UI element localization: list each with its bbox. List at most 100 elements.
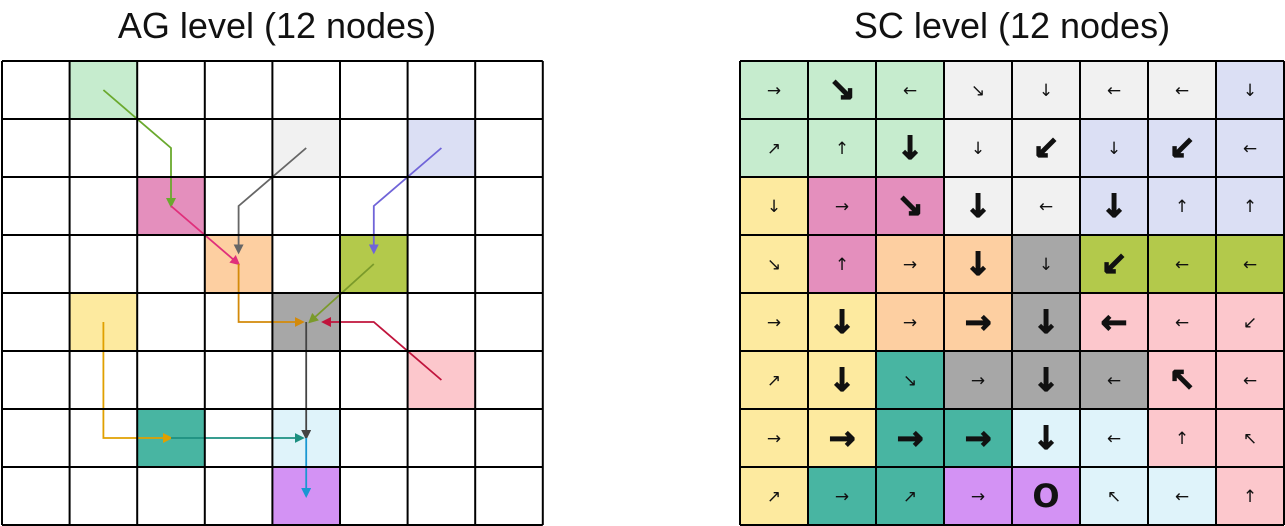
sc-cell: [1148, 351, 1216, 409]
ag-cell: [2, 351, 70, 409]
ag-cell: [204, 351, 273, 409]
sc-direction-arrow: ↓: [1039, 255, 1053, 275]
sc-cell: [808, 235, 876, 293]
sc-cell: [1080, 119, 1148, 177]
sc-direction-arrow: ↓: [829, 361, 856, 399]
sc-cell: [740, 235, 808, 293]
sc-cell: [876, 467, 944, 525]
sc-direction-arrow: →: [767, 429, 781, 449]
sc-cell: [1080, 293, 1148, 351]
sc-cell: [808, 351, 876, 409]
sc-direction-arrow: ↑: [835, 255, 849, 275]
sc-cell: [944, 235, 1012, 293]
sc-cell: [1080, 177, 1148, 235]
ag-cell: [475, 119, 543, 177]
ag-cell: [475, 235, 543, 293]
ag-cell: [2, 293, 70, 351]
ag-cell: [475, 409, 543, 467]
sc-cell: [876, 119, 944, 177]
sc-direction-arrow: →: [971, 371, 985, 391]
sc-direction-arrow: ↗: [767, 487, 781, 507]
sc-direction-arrow: →: [835, 487, 849, 507]
sc-cell: [876, 177, 944, 235]
sc-direction-arrow: ←: [1243, 139, 1257, 159]
ag-cell: [137, 293, 205, 351]
sc-direction-arrow: ←: [1175, 255, 1189, 275]
sc-cell: [1080, 61, 1148, 119]
sc-direction-arrow: ↓: [897, 129, 924, 167]
sc-direction-arrow: ↓: [1033, 303, 1060, 341]
sc-direction-arrow: →: [971, 487, 985, 507]
ag-cell: [69, 235, 138, 293]
sc-cell: [740, 293, 808, 351]
ag-cell: [272, 177, 340, 235]
sc-direction-arrow: ↓: [965, 245, 992, 283]
ag-cell: [204, 467, 273, 525]
ag-cell: [407, 467, 476, 525]
sc-cell: [1148, 293, 1216, 351]
sc-cell: [808, 409, 876, 467]
ag-cell: [69, 177, 138, 235]
sc-cell: [876, 61, 944, 119]
sc-cell: [944, 467, 1012, 525]
sc-cell: [944, 293, 1012, 351]
ag-cell: [2, 61, 70, 119]
sc-direction-arrow: ↓: [1107, 139, 1121, 159]
sc-direction-arrow: ←: [1107, 81, 1121, 101]
sc-cell: [1080, 351, 1148, 409]
sc-cell: [1216, 119, 1284, 177]
sc-direction-arrow: ↓: [971, 139, 985, 159]
sc-cell: [944, 351, 1012, 409]
sc-direction-arrow: ↘: [971, 81, 985, 101]
sc-direction-arrow: →: [897, 419, 924, 457]
sc-direction-arrow: ↑: [1175, 197, 1189, 217]
ag-cell: [475, 293, 543, 351]
ag-cell: [340, 409, 408, 467]
sc-direction-arrow: ←: [1039, 197, 1053, 217]
sc-direction-arrow: ↖: [1243, 429, 1257, 449]
ag-cell: [69, 467, 138, 525]
sc-cell: [876, 235, 944, 293]
sc-grid: →↘←↘↓←←↓↗↑↓↓↙↓↙←↓→↘↓←↓↑↑↘↑→↓↓↙←←→↓→→↓←←↙…: [740, 61, 1284, 525]
ag-cell: [340, 61, 408, 119]
ag-cell: [407, 61, 476, 119]
sc-direction-arrow: ←: [1243, 255, 1257, 275]
sc-cell: [944, 119, 1012, 177]
sc-direction-arrow: →: [835, 197, 849, 217]
sc-cell: [1012, 351, 1080, 409]
sc-cell: [1148, 235, 1216, 293]
ag-grid-lines: [1, 60, 544, 526]
ag-cell: [407, 177, 476, 235]
ag-edge-arrow: [237, 264, 305, 327]
sc-direction-arrow: ↓: [1033, 419, 1060, 457]
ag-cell: [2, 235, 70, 293]
sc-cell: [876, 351, 944, 409]
sc-cell: [740, 351, 808, 409]
sc-cell: [1148, 177, 1216, 235]
sc-direction-arrow: →: [767, 81, 781, 101]
ag-cell: [137, 61, 205, 119]
sc-direction-arrow: ↘: [829, 71, 856, 109]
sc-cell: [740, 177, 808, 235]
sc-cell: [1148, 409, 1216, 467]
sc-cell: [808, 177, 876, 235]
sc-cell: [1216, 351, 1284, 409]
sc-cell: [1080, 235, 1148, 293]
ag-cell: [137, 467, 205, 525]
sc-direction-arrow: ↘: [897, 187, 924, 225]
sc-direction-arrow: ←: [1175, 81, 1189, 101]
sc-grid-lines: [739, 60, 1285, 526]
sc-cell: [1012, 119, 1080, 177]
sc-direction-arrow: ↓: [829, 303, 856, 341]
sc-cell: [740, 409, 808, 467]
sc-direction-arrow: ←: [1175, 487, 1189, 507]
ag-cell: [2, 467, 70, 525]
sc-cell: [740, 61, 808, 119]
sc-panel-title: SC level (12 nodes): [854, 5, 1170, 46]
sc-direction-arrow: ↓: [1033, 361, 1060, 399]
sc-cell: [1080, 409, 1148, 467]
sc-direction-arrow: ←: [903, 81, 917, 101]
ag-cell: [2, 119, 70, 177]
ag-cell: [340, 467, 408, 525]
